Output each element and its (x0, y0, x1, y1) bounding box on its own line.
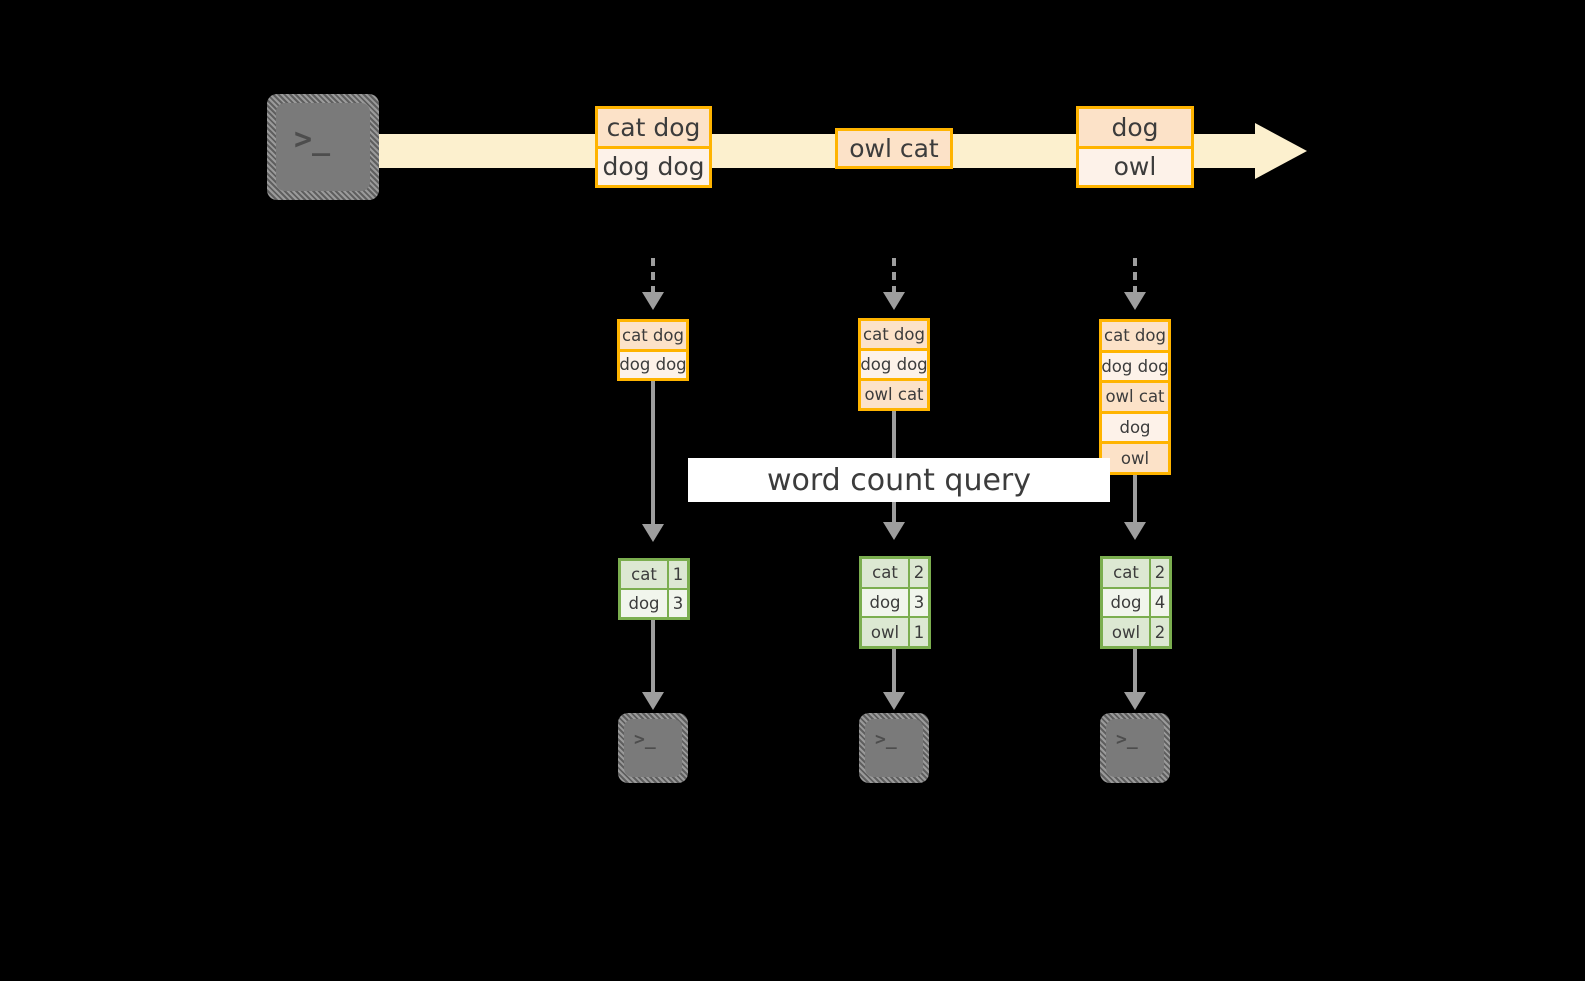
stream-arrowhead (1255, 123, 1307, 179)
snapshot-feed-arrowhead (1124, 292, 1146, 310)
query-connector-line (651, 381, 655, 527)
stream-event-box[interactable]: cat dog dog dog (595, 106, 712, 188)
result-key: dog (621, 590, 669, 617)
stream-event-row: cat dog (598, 109, 709, 149)
query-label: word count query (688, 458, 1110, 502)
snapshot-input-row: cat dog (1102, 322, 1168, 353)
result-value: 3 (910, 588, 928, 617)
snapshot-feed-arrowhead (642, 292, 664, 310)
sink-connector-arrowhead (642, 692, 664, 710)
source-terminal-icon[interactable]: >_ (267, 94, 379, 200)
snapshot-input-row: owl cat (1102, 383, 1168, 414)
result-key: cat (1103, 559, 1151, 587)
snapshot-input-box[interactable]: cat dog dog dog owl cat (858, 318, 930, 411)
terminal-prompt-glyph: >_ (875, 729, 897, 750)
result-value: 1 (669, 561, 687, 588)
result-table[interactable]: cat 2 dog 4 owl 2 (1100, 556, 1172, 649)
sink-terminal-icon[interactable]: >_ (618, 713, 688, 783)
snapshot-input-box[interactable]: cat dog dog dog (617, 319, 689, 381)
query-connector-arrowhead (883, 522, 905, 540)
table-row: cat 2 (862, 559, 928, 589)
snapshot-feed-line (892, 258, 896, 294)
sink-terminal-screen: >_ (1106, 719, 1164, 777)
result-value: 2 (910, 559, 928, 587)
table-row: dog 3 (862, 588, 928, 619)
snapshot-input-box[interactable]: cat dog dog dog owl cat dog owl (1099, 319, 1171, 475)
sink-connector-arrowhead (883, 692, 905, 710)
terminal-prompt-glyph: >_ (634, 729, 656, 750)
result-key: cat (621, 561, 669, 588)
query-connector-line (1133, 475, 1137, 525)
result-key: cat (862, 559, 910, 587)
snapshot-input-row: cat dog (861, 321, 927, 351)
snapshot-input-row: dog dog (1101, 352, 1169, 384)
table-row: dog 4 (1103, 588, 1169, 619)
result-value: 2 (1151, 559, 1169, 587)
result-value: 1 (910, 618, 928, 647)
result-value: 4 (1151, 588, 1169, 617)
stream-event-row: owl cat (838, 131, 950, 166)
query-connector-arrowhead (1124, 522, 1146, 540)
snapshot-input-row: owl cat (861, 381, 927, 408)
table-row: owl 1 (862, 618, 928, 647)
snapshot-feed-arrowhead (883, 292, 905, 310)
sink-terminal-icon[interactable]: >_ (1100, 713, 1170, 783)
result-value: 2 (1151, 618, 1169, 647)
stream-event-row: dog (1079, 109, 1191, 149)
table-row: owl 2 (1103, 618, 1169, 647)
result-key: owl (1103, 618, 1151, 647)
stream-event-row: dog dog (598, 148, 709, 185)
sink-connector-line (1133, 649, 1137, 695)
stream-event-box[interactable]: owl cat (835, 128, 953, 169)
snapshot-input-row: dog dog (860, 351, 928, 381)
stream-event-row: owl (1079, 148, 1191, 185)
result-key: owl (862, 618, 910, 647)
snapshot-input-row: dog dog (619, 351, 687, 378)
snapshot-feed-line (651, 258, 655, 294)
query-connector-arrowhead (642, 524, 664, 542)
snapshot-feed-line (1133, 258, 1137, 294)
terminal-prompt-glyph: >_ (294, 122, 331, 157)
table-row: cat 1 (621, 561, 687, 590)
sink-terminal-screen: >_ (865, 719, 923, 777)
snapshot-input-row: cat dog (620, 322, 686, 352)
result-key: dog (862, 588, 910, 617)
source-terminal-screen: >_ (276, 103, 370, 191)
sink-connector-arrowhead (1124, 692, 1146, 710)
result-key: dog (1103, 588, 1151, 617)
result-value: 3 (669, 590, 687, 617)
sink-terminal-screen: >_ (624, 719, 682, 777)
table-row: cat 2 (1103, 559, 1169, 589)
table-row: dog 3 (621, 590, 687, 617)
sink-connector-line (892, 649, 896, 695)
snapshot-input-row: owl (1102, 444, 1168, 472)
stream-event-box[interactable]: dog owl (1076, 106, 1194, 188)
result-table[interactable]: cat 2 dog 3 owl 1 (859, 556, 931, 649)
result-table[interactable]: cat 1 dog 3 (618, 558, 690, 620)
snapshot-input-row: dog (1102, 413, 1168, 445)
sink-connector-line (651, 620, 655, 695)
sink-terminal-icon[interactable]: >_ (859, 713, 929, 783)
terminal-prompt-glyph: >_ (1116, 729, 1138, 750)
